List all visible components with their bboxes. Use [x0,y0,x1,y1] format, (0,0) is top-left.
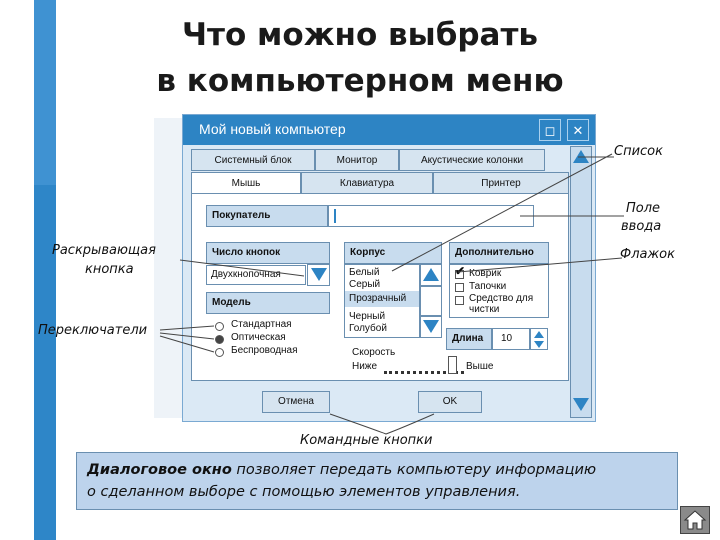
callout-brace-command-buttons [329,413,435,435]
callout-input-line2: ввода [621,219,662,234]
definition-rest-line1: позволяет передать компьютеру информацию [231,462,597,478]
definition-term: Диалоговое окно [87,462,232,478]
ok-button[interactable]: OK [418,391,482,413]
speed-low-label: Ниже [352,361,378,372]
home-icon [683,510,707,530]
speed-slider-thumb[interactable] [448,356,457,374]
extra-option-cleaner-line2: чистки [469,304,500,315]
callout-dropdown-line1: Раскрывающая [52,243,156,258]
definition-line2: о сделанном выборе с помощью элементов у… [87,484,521,500]
case-option-black[interactable]: Черный [349,311,386,322]
callout-list: Список [614,144,663,159]
callout-input-line1: Поле [626,201,661,216]
arrow-down-icon [423,320,439,333]
definition-text: Диалоговое окно позволяет передать компь… [87,459,675,503]
length-label: Длина [446,328,492,350]
model-radio-wireless[interactable] [215,348,224,357]
callout-line-radio-1 [159,325,215,331]
case-option-gray[interactable]: Серый [349,279,381,290]
case-scroll-down[interactable] [420,316,442,338]
callout-radio: Переключатели [38,323,148,338]
model-radio-standard[interactable] [215,322,224,331]
callout-command-buttons: Командные кнопки [300,433,433,448]
extra-box [449,264,549,318]
window-title: Мой новый компьютер [199,121,346,137]
tab-monitor[interactable]: Монитор [315,149,399,171]
model-option-wireless: Беспроводная [231,345,298,356]
case-list[interactable]: Белый Серый Прозрачный Черный Голубой [344,264,420,338]
window-titlebar[interactable]: Мой новый компьютер ◻ ✕ [183,115,595,145]
tab-system-unit[interactable]: Системный блок [191,149,315,171]
tab-speakers[interactable]: Акустические колонки [399,149,545,171]
case-selection-highlight [345,291,419,307]
case-option-transparent[interactable]: Прозрачный [349,293,407,304]
arrow-down-icon [573,398,589,411]
case-label: Корпус [344,242,442,264]
speed-high-label: Выше [466,361,494,372]
cancel-button[interactable]: Отмена [262,391,330,413]
callout-line-list [391,153,613,272]
definition-box: Диалоговое окно позволяет передать компь… [76,452,678,510]
buyer-input[interactable] [328,205,534,227]
slide-title-line1: Что можно выбрать [181,17,539,53]
callout-line-radio-3 [159,335,215,353]
extra-option-cleaner: Средство для [469,293,534,304]
extra-checkbox-slippers[interactable] [455,283,464,292]
buttons-count-label: Число кнопок [206,242,330,264]
spin-down-icon [534,341,544,348]
slide-title-line2: в компьютерном меню [156,63,564,99]
model-radio-optical[interactable] [215,335,224,344]
chevron-down-icon [310,268,327,281]
spin-up-icon [534,331,544,338]
callout-line-radio-2 [159,332,215,340]
model-label: Модель [206,292,330,314]
close-button[interactable]: ✕ [567,119,589,141]
callout-line-dropdown [179,259,305,277]
length-input[interactable]: 10 [492,328,530,350]
extra-checkbox-mat[interactable] [455,270,464,279]
left-accent-bar-top [34,0,56,185]
model-option-optical: Оптическая [231,332,286,343]
checkmark-icon: ✔ [455,264,466,278]
case-option-white[interactable]: Белый [349,267,380,278]
buyer-label: Покупатель [206,205,328,227]
model-option-standard: Стандартная [231,319,292,330]
list-scroll-down[interactable] [571,395,591,417]
buttons-count-select[interactable]: Двухкнопочная [206,265,306,285]
callout-checkbox: Флажок [620,247,675,262]
case-option-blue[interactable]: Голубой [349,323,387,334]
home-button[interactable] [680,506,710,534]
buttons-count-dropdown[interactable] [307,264,330,286]
extra-checkbox-cleaner[interactable] [455,296,464,305]
speed-slider-track[interactable] [384,368,464,374]
extra-label: Дополнительно [449,242,549,264]
extra-option-mat: Коврик [469,268,502,279]
callout-line-checkbox [457,257,623,273]
length-spinner[interactable] [530,328,548,350]
text-cursor [334,209,336,223]
arrow-up-icon [423,268,439,281]
case-scroll-up[interactable] [420,264,442,286]
speed-label: Скорость [352,347,396,358]
case-scroll-track[interactable] [420,286,442,316]
slide-title: Что можно выбрать в компьютерном меню [120,12,600,104]
callout-dropdown-line2: кнопка [85,262,134,277]
restore-button[interactable]: ◻ [539,119,561,141]
extra-option-slippers: Тапочки [469,281,507,292]
